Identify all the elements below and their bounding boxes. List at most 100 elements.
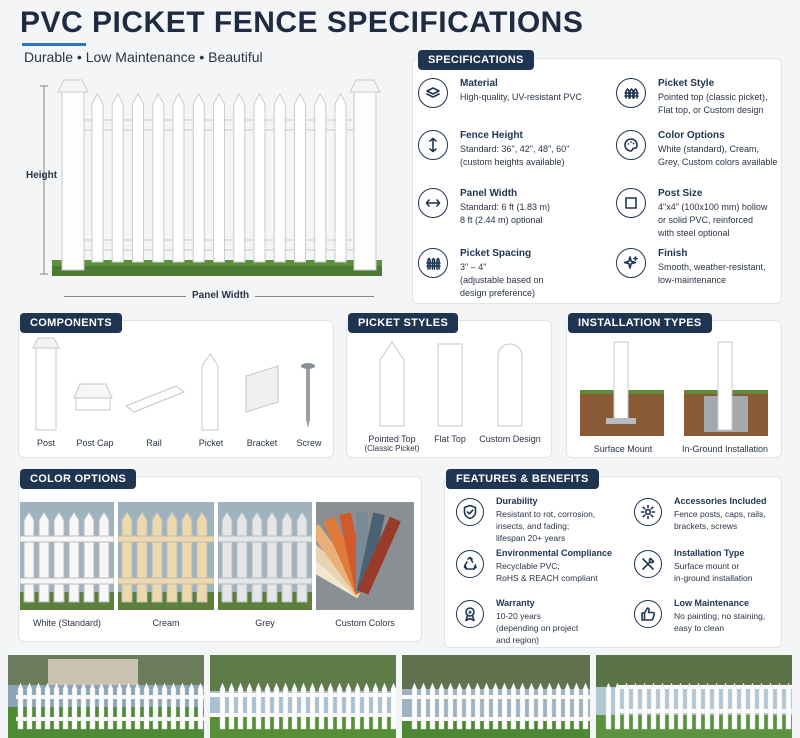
spec-line: Smooth, weather-resistant, bbox=[658, 262, 766, 272]
picket-styles-heading: PICKET STYLES bbox=[348, 313, 459, 333]
square-post-icon bbox=[616, 188, 646, 218]
width-arrow-icon bbox=[418, 188, 448, 218]
spec-title: Picket Style bbox=[658, 78, 715, 89]
color-swatch-cream bbox=[118, 502, 214, 610]
photo-picket bbox=[492, 682, 499, 730]
photo-picket bbox=[255, 682, 262, 730]
picket bbox=[132, 92, 144, 263]
feature-line: No painting, no staining, bbox=[674, 611, 766, 621]
color-label: Grey bbox=[255, 618, 275, 628]
photo-picket bbox=[336, 682, 343, 730]
photo-picket bbox=[555, 682, 562, 730]
spec-body: Pointed top (classic picket),Flat top, o… bbox=[658, 91, 798, 117]
color-label: Cream bbox=[152, 618, 180, 628]
photo-picket bbox=[327, 682, 334, 730]
picket bbox=[192, 92, 205, 263]
photo-picket bbox=[740, 682, 747, 730]
installation-label: In-Ground Installation bbox=[681, 444, 769, 454]
feature-body: No painting, no staining,easy to clean bbox=[674, 610, 765, 634]
photo-picket bbox=[89, 682, 96, 730]
photo-picket bbox=[686, 682, 693, 730]
medal-icon bbox=[456, 600, 484, 628]
spec-title: Panel Width bbox=[460, 188, 518, 199]
photo-picket bbox=[80, 682, 87, 730]
component-label: Picket bbox=[198, 438, 224, 448]
photo-picket bbox=[62, 682, 69, 730]
feature-line: Surface mount or bbox=[674, 561, 740, 571]
spec-line: Standard: 6 ft (1.83 m) bbox=[460, 202, 551, 212]
spacing-icon bbox=[418, 248, 448, 278]
spec-line: 8 ft (2.44 m) optional bbox=[460, 215, 543, 225]
photo-picket bbox=[465, 682, 472, 730]
feature-title: Accessories Included bbox=[674, 496, 767, 506]
photo-picket bbox=[573, 682, 580, 730]
title-underline bbox=[22, 43, 86, 46]
photo-picket bbox=[179, 682, 186, 730]
installation-heading: INSTALLATION TYPES bbox=[568, 313, 712, 333]
photo-picket bbox=[390, 682, 396, 730]
fence-photo-2 bbox=[210, 655, 396, 738]
photo-picket bbox=[228, 682, 235, 730]
photo-picket bbox=[143, 682, 150, 730]
photo-picket bbox=[354, 682, 361, 730]
spec-line: Flat top, or Custom design bbox=[658, 105, 764, 115]
photo-picket bbox=[749, 682, 756, 730]
fence-photo-3 bbox=[402, 655, 590, 738]
feature-title: Installation Type bbox=[674, 548, 745, 558]
page-title: PVC PICKET FENCE SPECIFICATIONS bbox=[20, 6, 584, 39]
photo-picket bbox=[35, 682, 42, 730]
photo-picket bbox=[98, 682, 105, 730]
photo-picket bbox=[528, 682, 535, 730]
spec-title: Picket Spacing bbox=[460, 248, 532, 259]
feature-line: Resistant to rot, corrosion, bbox=[496, 509, 596, 519]
color-label: White (Standard) bbox=[32, 618, 102, 628]
feature-line: in-ground installation bbox=[674, 573, 753, 583]
spec-title: Post Size bbox=[658, 188, 703, 199]
spec-line: design preference) bbox=[460, 288, 536, 298]
feature-line: RoHS & REACH compliant bbox=[496, 573, 598, 583]
photo-picket bbox=[659, 682, 666, 730]
photo-picket bbox=[26, 682, 33, 730]
picket-style-label: Flat Top bbox=[410, 434, 490, 444]
photo-picket bbox=[614, 682, 621, 730]
height-arrow-icon bbox=[418, 130, 448, 160]
photo-picket bbox=[731, 682, 738, 730]
feature-line: Recyclable PVC; bbox=[496, 561, 560, 571]
picket-styles-illustrations bbox=[368, 340, 538, 428]
color-swatch-white bbox=[20, 502, 114, 610]
photo-picket bbox=[116, 682, 123, 730]
picket bbox=[152, 92, 165, 263]
photo-picket bbox=[501, 682, 508, 730]
spec-line: Standard: 36", 42", 48", 60" bbox=[460, 144, 570, 154]
photo-picket bbox=[623, 682, 630, 730]
photo-picket bbox=[372, 682, 379, 730]
photo-picket bbox=[318, 682, 325, 730]
photo-picket bbox=[677, 682, 684, 730]
picket-style-name: Custom Design bbox=[479, 434, 541, 444]
photo-picket bbox=[722, 682, 729, 730]
spec-line: or solid PVC, reinforced bbox=[658, 215, 754, 225]
spec-body: White (standard), Cream,Grey, Custom col… bbox=[658, 143, 798, 169]
photo-picket bbox=[713, 682, 720, 730]
shield-check-icon bbox=[456, 498, 484, 526]
width-label: Panel Width bbox=[186, 290, 256, 301]
spec-body: Smooth, weather-resistant, low-maintenanc… bbox=[658, 261, 798, 287]
photo-picket bbox=[125, 682, 132, 730]
layers-icon bbox=[418, 78, 448, 108]
picket bbox=[334, 92, 347, 263]
photo-picket bbox=[264, 682, 271, 730]
photo-picket bbox=[44, 682, 51, 730]
photo-picket bbox=[483, 682, 490, 730]
features-panel bbox=[444, 476, 782, 648]
component-label: Screw bbox=[296, 438, 322, 448]
picket bbox=[233, 92, 246, 263]
photo-picket bbox=[300, 682, 307, 730]
photo-picket bbox=[309, 682, 316, 730]
thumbs-up-icon bbox=[634, 600, 662, 628]
spec-line: low-maintenance bbox=[658, 275, 727, 285]
photo-picket bbox=[134, 682, 141, 730]
feature-line: (depending on project bbox=[496, 623, 579, 633]
specifications-heading: SPECIFICATIONS bbox=[418, 50, 534, 70]
